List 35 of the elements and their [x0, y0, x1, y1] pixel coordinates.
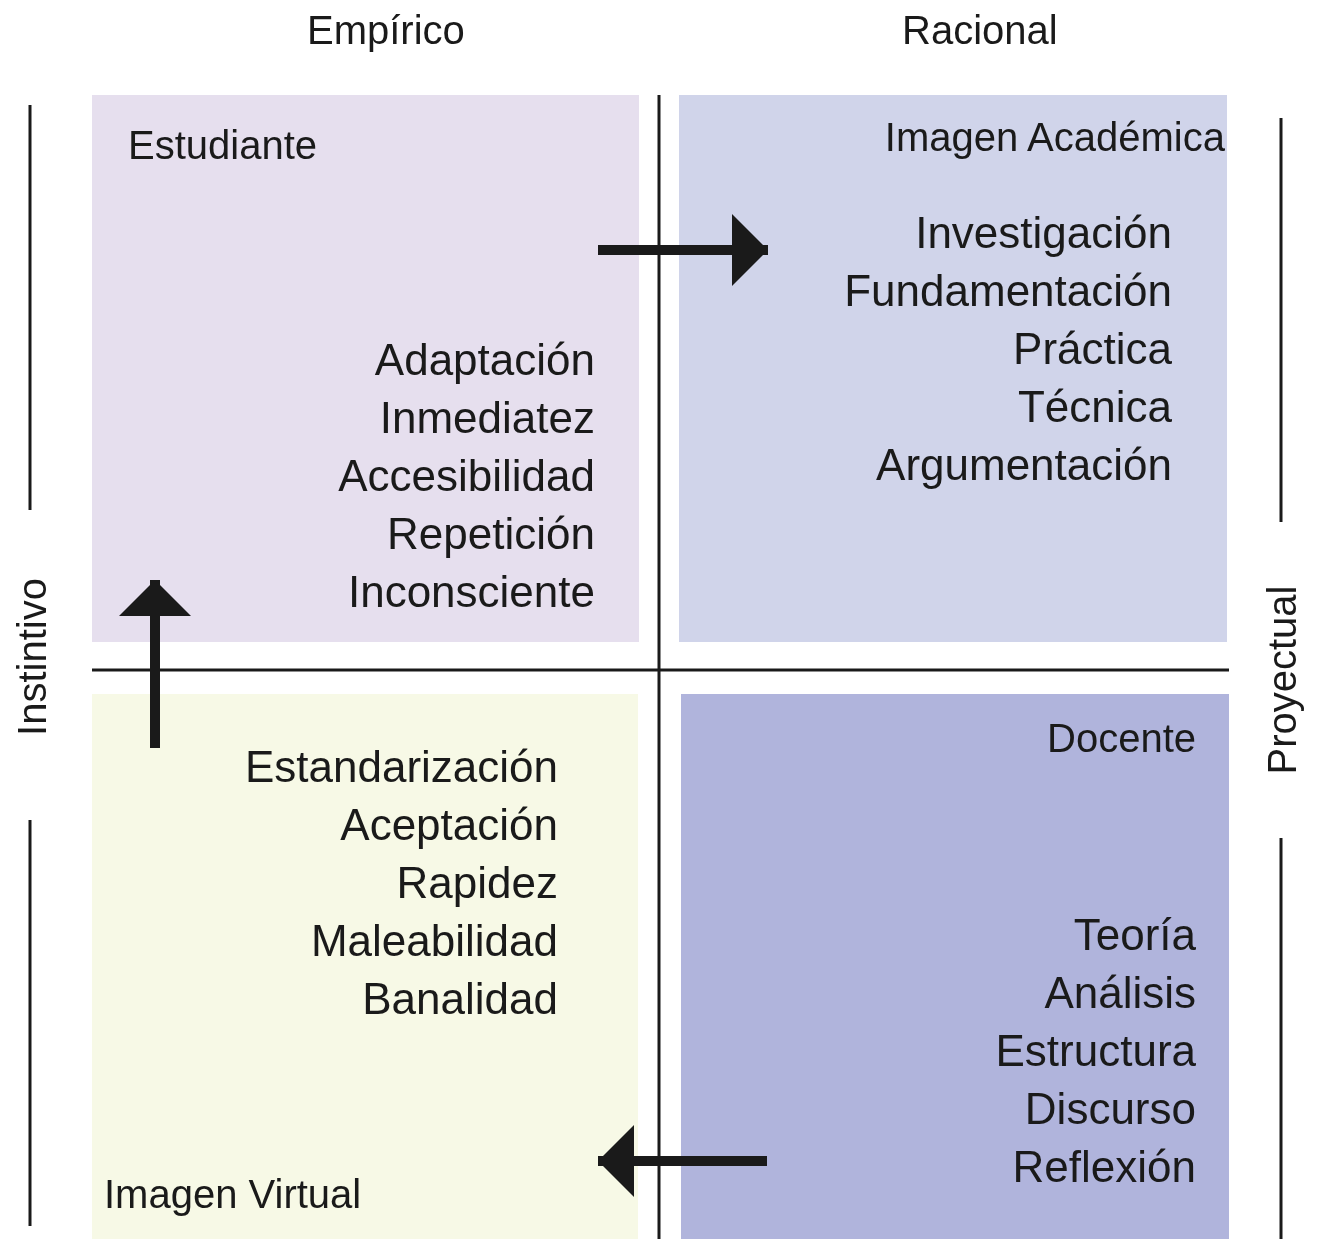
quadrant-box	[92, 694, 638, 1239]
list-item: Banalidad	[362, 973, 558, 1025]
list-item: Repetición	[387, 508, 595, 560]
list-item: Técnica	[1017, 381, 1172, 433]
list-item: Discurso	[1024, 1083, 1196, 1135]
list-item: Inmediatez	[379, 392, 595, 444]
quadrant-heading: Imagen Virtual	[104, 1171, 362, 1218]
quadrant-heading: Docente	[1047, 715, 1196, 762]
list-item: Estandarización	[244, 741, 558, 793]
arrow	[598, 1125, 767, 1197]
list-item: Argumentación	[876, 439, 1172, 491]
list-item: Aceptación	[340, 799, 558, 851]
axis-label: Proyectual	[1259, 585, 1305, 775]
list-item: Adaptación	[374, 334, 595, 386]
axis-label: Empírico	[307, 7, 465, 54]
quadrant-box	[681, 694, 1229, 1239]
list-item: Análisis	[1044, 967, 1196, 1019]
list-item: Accesibilidad	[338, 450, 595, 502]
list-item: Estructura	[995, 1025, 1196, 1077]
list-item: Fundamentación	[844, 265, 1172, 317]
quadrant-box	[679, 95, 1227, 642]
arrow	[119, 580, 191, 748]
quadrant-box	[92, 95, 639, 642]
list-item: Práctica	[1013, 323, 1172, 375]
list-item: Investigación	[915, 207, 1172, 259]
quadrant-heading: Imagen Académica	[884, 114, 1225, 161]
list-item: Maleabilidad	[310, 915, 558, 967]
quadrant-heading: Estudiante	[128, 122, 318, 169]
list-item: Reflexión	[1012, 1141, 1196, 1193]
list-item: Rapidez	[396, 857, 558, 909]
axis-label: Instintivo	[8, 578, 55, 736]
list-item: Inconsciente	[347, 566, 595, 618]
axis-label: Racional	[902, 7, 1058, 54]
list-item: Teoría	[1073, 909, 1196, 961]
arrow	[598, 214, 768, 286]
